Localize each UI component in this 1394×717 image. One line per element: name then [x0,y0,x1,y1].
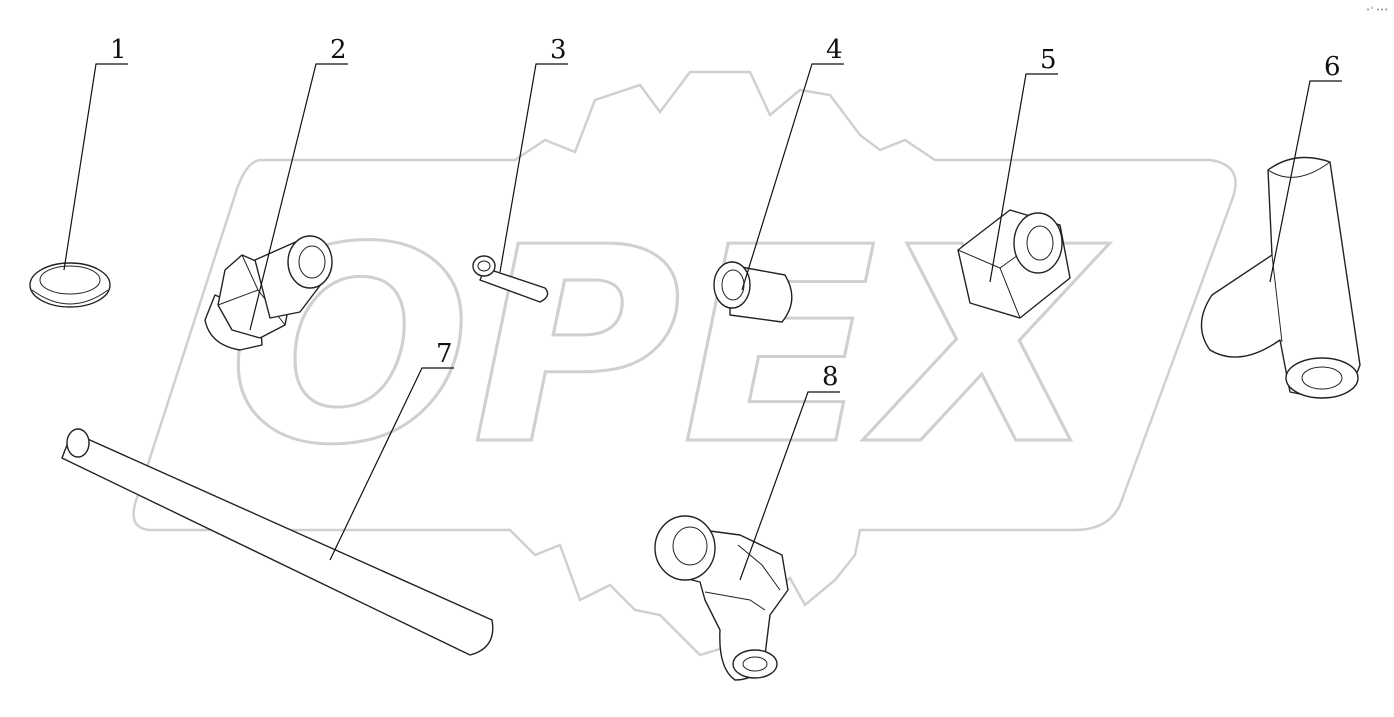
callout-number: 4 [826,35,843,65]
callout-2: 2 [249,35,348,331]
callout-number: 8 [822,362,839,392]
callout-5: 5 [989,45,1058,283]
leader-line [499,63,568,273]
callout-number: 7 [436,339,453,369]
callout-3: 3 [499,35,568,273]
callout-number: 5 [1040,45,1057,75]
leader-line [741,63,844,291]
callout-number: 3 [550,35,567,65]
leader-line [739,391,840,581]
part-7-tube [61,428,494,656]
opex-watermark: OPEX [132,70,1237,657]
part-5-hex-nut [957,209,1071,319]
callout-number: 6 [1324,52,1341,82]
part-1-ring [29,262,111,308]
part-6-tee-fitting [1200,156,1361,399]
leader-line [63,63,128,271]
part-8-elbow-fitting [654,515,789,681]
leader-line [1269,80,1342,283]
callout-number: 1 [110,35,127,65]
leader-line [249,63,348,331]
leader-line [329,367,454,561]
corner-mark: •° ••• [1366,6,1388,14]
part-3-pin [472,255,549,303]
callout-6: 6 [1269,52,1342,283]
callout-7: 7 [329,339,454,561]
callout-1: 1 [63,35,128,271]
callout-4: 4 [741,35,844,291]
watermark-text: OPEX [228,189,1110,504]
callout-8: 8 [739,362,840,581]
part-2-adapter-fitting [204,235,333,351]
callout-number: 2 [330,35,347,65]
leader-line [989,73,1058,283]
watermark-gear-outline [132,70,1237,657]
